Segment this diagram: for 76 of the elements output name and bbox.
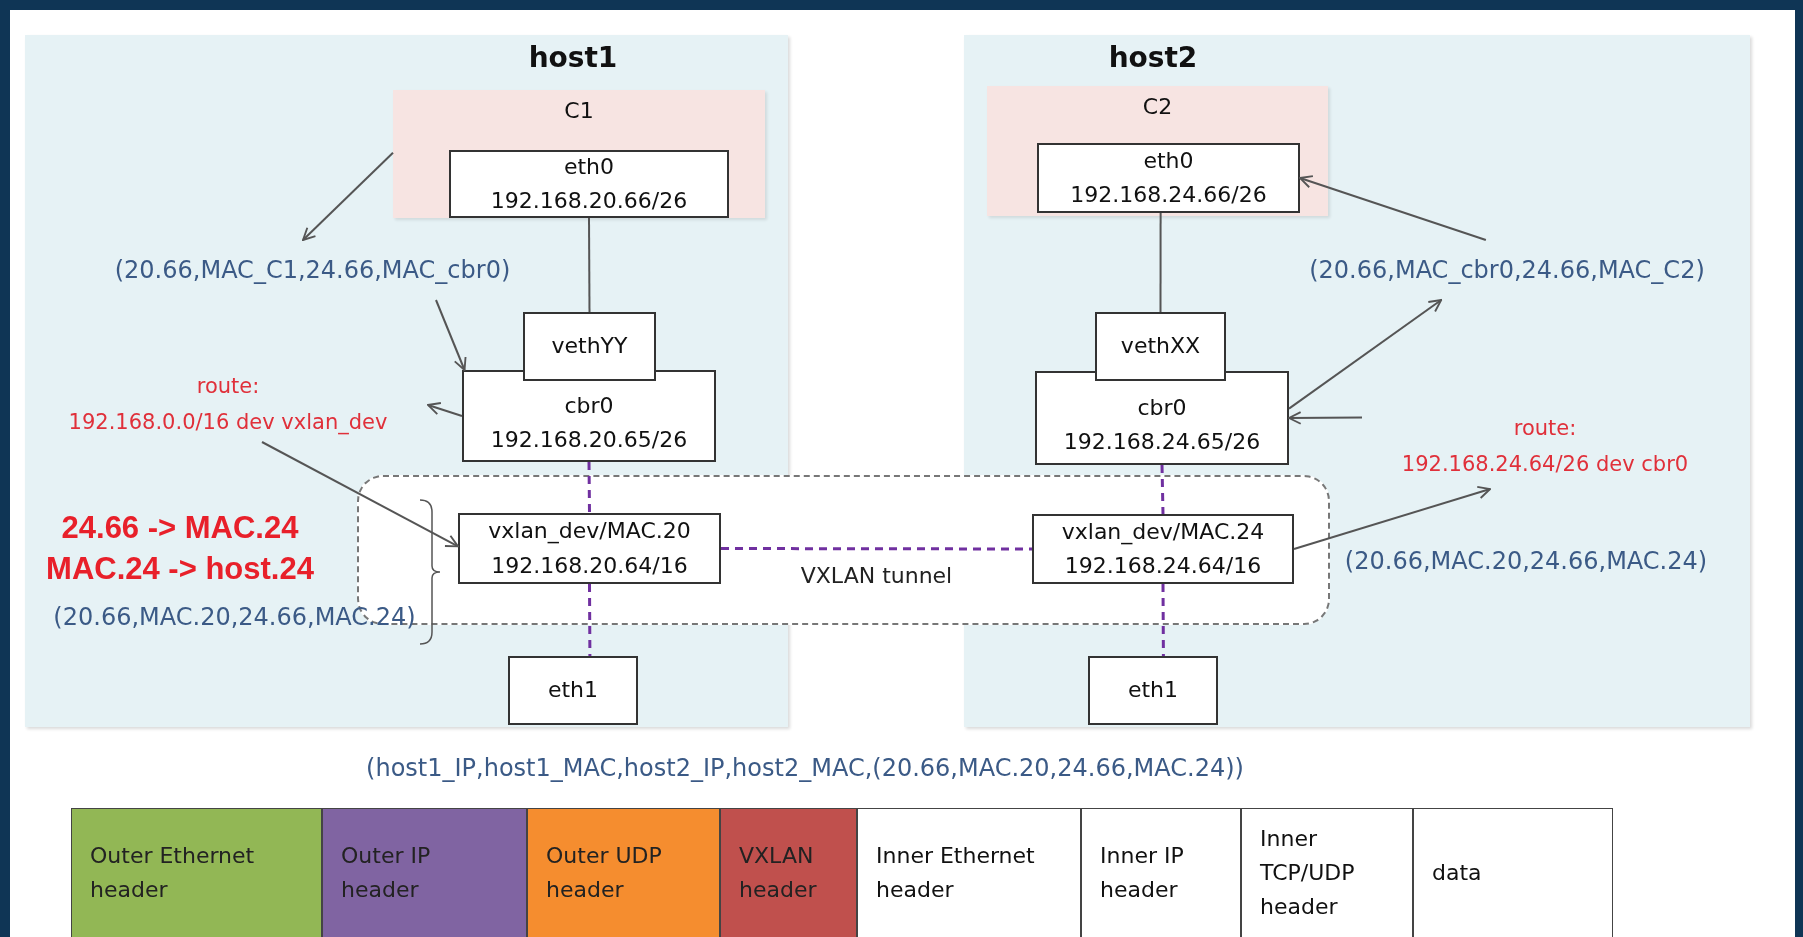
field-label: Outer IP header: [341, 841, 432, 904]
interface-label: vethXX: [1120, 332, 1201, 361]
connector-line: [1161, 584, 1165, 656]
host-panel: [25, 35, 788, 727]
header-field: [322, 808, 527, 937]
interface-label: eth0: [1143, 146, 1194, 175]
connector-line: [1159, 212, 1162, 313]
container-area: [393, 90, 765, 218]
connector-line: [588, 584, 592, 656]
interface-label: 192.168.20.65/26: [490, 426, 688, 454]
header-field: [527, 808, 720, 937]
field-label: Outer UDP header: [546, 841, 663, 904]
interface-box: [462, 370, 716, 462]
interface-box: [458, 513, 721, 584]
interface-box: [1095, 312, 1226, 381]
header-field: [1241, 808, 1413, 937]
arrow: [261, 441, 459, 548]
interface-label: 192.168.24.64/16: [1064, 552, 1262, 580]
route-text: route:: [1513, 415, 1577, 443]
interface-box: [1032, 514, 1294, 584]
field-label: VXLAN header: [739, 841, 818, 904]
header-field: [857, 808, 1081, 937]
header-field: [720, 808, 857, 937]
connector-line: [721, 547, 1032, 551]
interface-label: cbr0: [564, 391, 614, 420]
interface-label: vxlan_dev/MAC.20: [488, 517, 691, 546]
arrow: [1288, 299, 1443, 410]
packet-annotation: (20.66,MAC.20,24.66,MAC.24): [52, 602, 417, 633]
interface-box: [508, 656, 638, 725]
container-title: C2: [1142, 93, 1173, 121]
interface-box: [523, 312, 656, 381]
field-label: data: [1432, 858, 1483, 887]
interface-label: 192.168.20.64/16: [491, 551, 688, 580]
interface-box: [1088, 656, 1218, 725]
connector-line: [587, 462, 591, 513]
field-label: Inner IP header: [1100, 841, 1185, 904]
packet-annotation: (20.66,MAC.20,24.66,MAC.24): [1343, 546, 1709, 577]
route-text: 192.168.0.0/16 dev vxlan_dev: [68, 409, 388, 437]
interface-box: [1035, 371, 1289, 465]
interface-label: eth1: [1127, 676, 1179, 705]
interface-box: [1037, 143, 1300, 213]
connector-line: [588, 217, 591, 313]
arrow: [302, 151, 394, 241]
arrow: [1293, 485, 1492, 550]
packet-annotation: (20.66,MAC_cbr0,24.66,MAC_C2): [1309, 255, 1705, 286]
interface-label: vethYY: [551, 332, 628, 361]
interface-label: 192.168.24.65/26: [1063, 428, 1261, 456]
arrow: [1299, 175, 1487, 241]
connector-line: [1160, 464, 1165, 515]
interface-box: [449, 150, 729, 218]
route-text: route:: [196, 373, 260, 401]
interface-label: vxlan_dev/MAC.24: [1061, 517, 1265, 547]
host-panel: [964, 35, 1750, 727]
header-field: [1081, 808, 1241, 937]
field-label: Outer Ethernet header: [90, 841, 256, 904]
interface-label: 192.168.24.66/26: [1070, 181, 1267, 209]
outer-packet-note: (host1_IP,host1_MAC,host2_IP,host2_MAC,(20.66,MAC.20,24.66,MAC.24)): [365, 753, 1245, 784]
arrow: [1288, 411, 1363, 425]
container-area: [987, 86, 1328, 216]
field-label: Inner Ethernet header: [876, 841, 1036, 904]
header-field: [1413, 808, 1613, 937]
arrow: [427, 402, 463, 417]
route-text: 192.168.24.64/26 dev cbr0: [1401, 451, 1689, 478]
container-title: C1: [564, 97, 594, 125]
interface-label: eth1: [547, 676, 599, 705]
field-label: Inner TCP/UDP header: [1260, 824, 1356, 922]
packet-annotation: (20.66,MAC_C1,24.66,MAC_cbr0): [114, 255, 511, 286]
header-field: [71, 808, 322, 937]
mapping-note: MAC.24 -> host.24: [45, 550, 315, 588]
interface-label: cbr0: [1137, 393, 1187, 422]
host-title: host2: [1108, 40, 1198, 76]
mapping-note: 24.66 -> MAC.24: [60, 509, 300, 547]
interface-label: 192.168.20.66/26: [490, 187, 688, 215]
host-title: host1: [528, 40, 618, 76]
interface-label: eth0: [563, 152, 615, 181]
arrow: [435, 299, 467, 371]
